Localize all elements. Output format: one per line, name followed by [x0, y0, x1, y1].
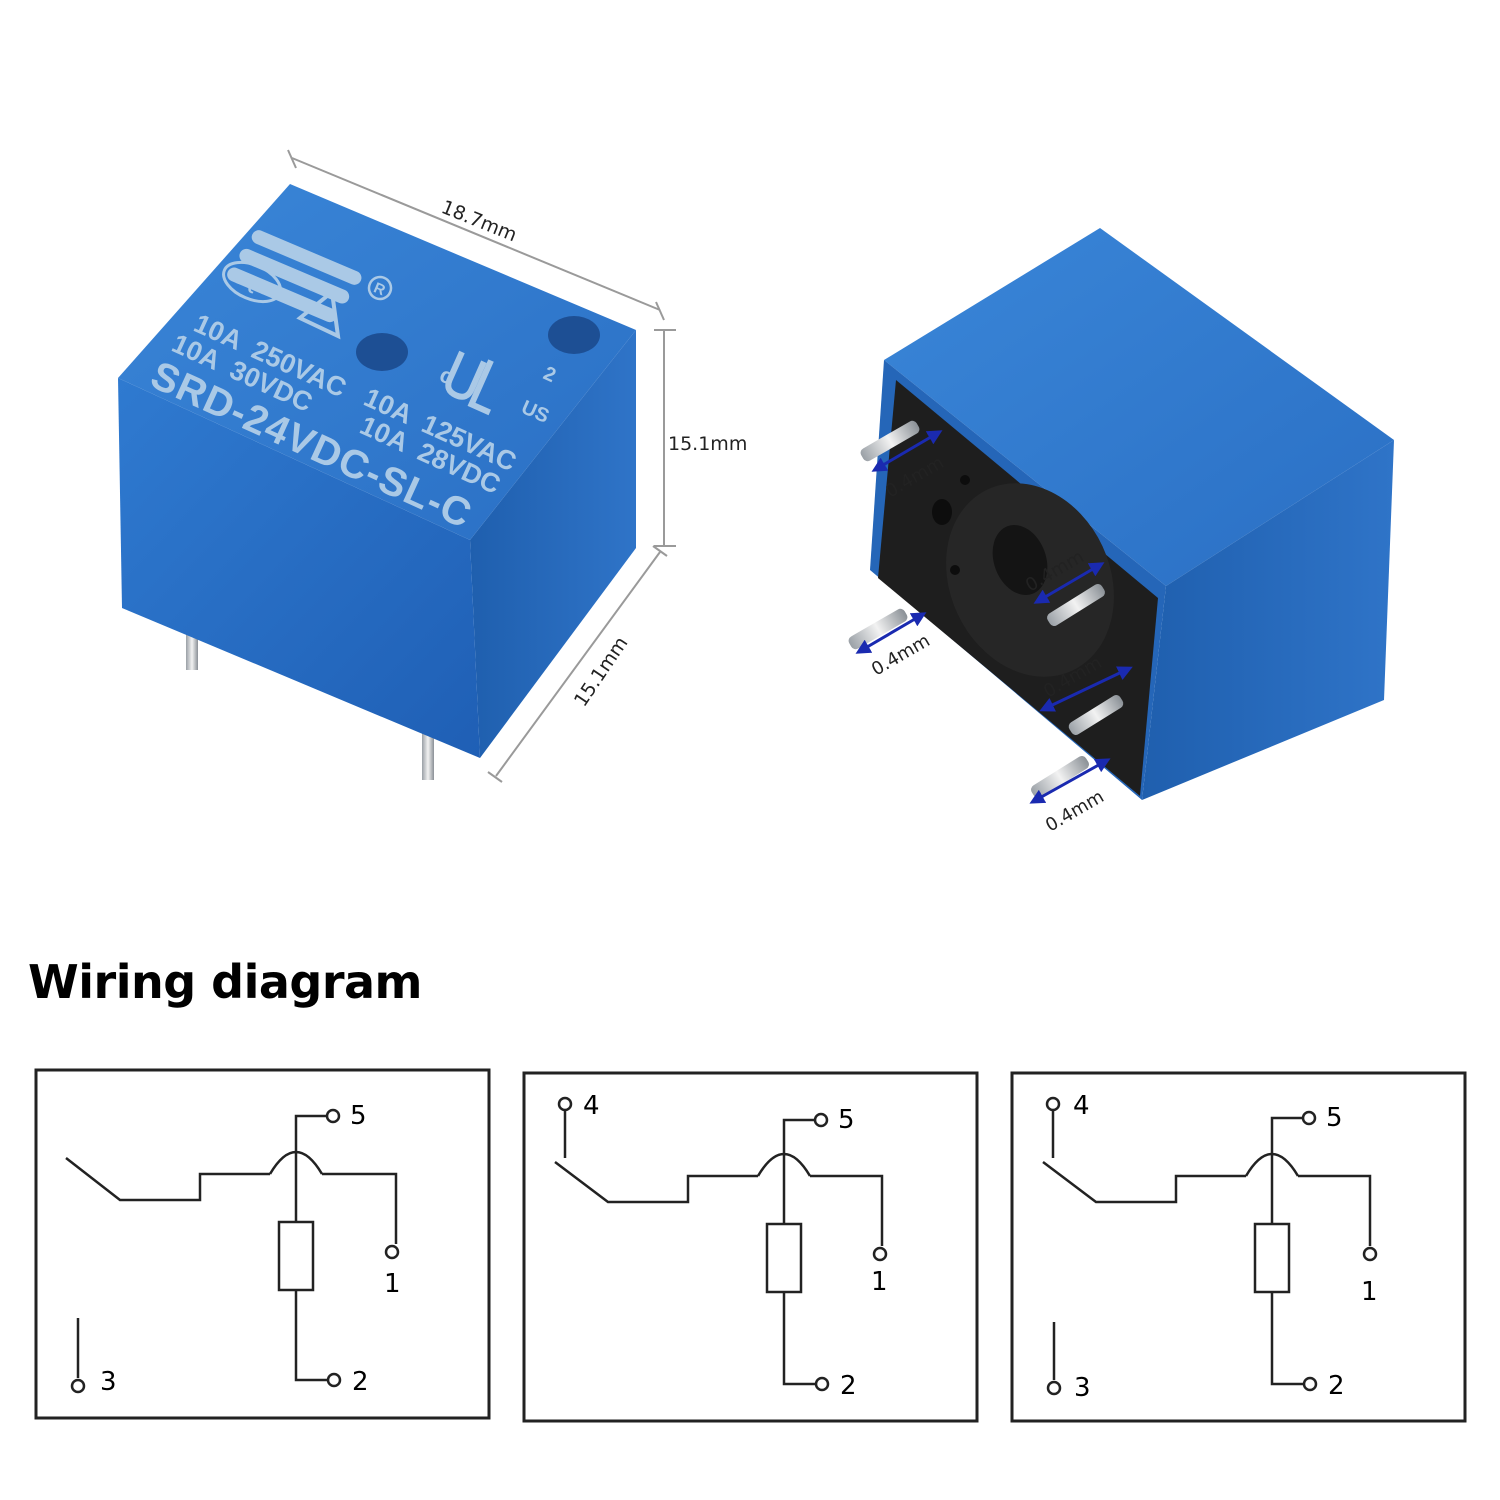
pin-label-2: 2	[1328, 1371, 1345, 1401]
base-dot	[960, 475, 970, 485]
relay-bottom-view: 0.4mm 0.4mm 0.4mm 0.4mm 0.4mm	[848, 228, 1394, 836]
cqc-mark-icon	[222, 260, 282, 304]
pin-size-label: 0.4mm	[868, 630, 934, 680]
pin-arrow	[855, 612, 927, 654]
wiring-diagram-3	[1010, 1071, 1467, 1423]
pin-arrow	[1029, 758, 1111, 804]
pin-label-5: 5	[350, 1101, 367, 1131]
wiring-diagram-title: Wiring diagram	[28, 955, 422, 1009]
pin-arrow	[1039, 666, 1133, 712]
pin-label-2: 2	[352, 1367, 369, 1397]
dimension-height-label: 15.1mm	[668, 433, 747, 455]
pin-label-1: 1	[384, 1269, 401, 1299]
dimension-height: 15.1mm	[654, 329, 747, 547]
pin-label-5: 5	[838, 1105, 855, 1135]
pin-label-4: 4	[583, 1091, 600, 1121]
relay-hole	[356, 333, 408, 371]
base-dot	[950, 565, 960, 575]
relay-front-view: CQC R 10A 250VAC 10A 30VDC 10A 125VAC 10…	[118, 184, 636, 780]
pin-label-2: 2	[840, 1371, 857, 1401]
wiring-diagram-1	[34, 1068, 491, 1420]
pin-size-label: 0.4mm	[1042, 786, 1108, 836]
relay-front-face	[118, 378, 480, 758]
pin-arrow	[871, 430, 943, 472]
pin-label-4: 4	[1073, 1091, 1090, 1121]
wiring-diagram-2	[522, 1071, 979, 1423]
relay-side-face	[470, 330, 636, 758]
pin-label-1: 1	[871, 1267, 888, 1297]
pin-label-3: 3	[100, 1367, 117, 1397]
relay-side-face	[1142, 440, 1394, 800]
warning-triangle-icon	[296, 288, 341, 340]
dimension-width-label: 15.1mm	[570, 633, 633, 711]
pin-label-3: 3	[1074, 1373, 1091, 1403]
pin-arrow	[1033, 562, 1105, 604]
relay-pin	[1031, 755, 1089, 799]
base-hole	[932, 499, 952, 525]
relay-hole	[548, 316, 600, 354]
ul-mark-icon	[445, 350, 494, 416]
pin-label-1: 1	[1361, 1277, 1378, 1307]
dimension-length-label: 18.7mm	[438, 196, 520, 246]
relay-top-face	[884, 228, 1394, 586]
registered-mark-icon	[367, 275, 393, 301]
pin-label-5: 5	[1326, 1103, 1343, 1133]
